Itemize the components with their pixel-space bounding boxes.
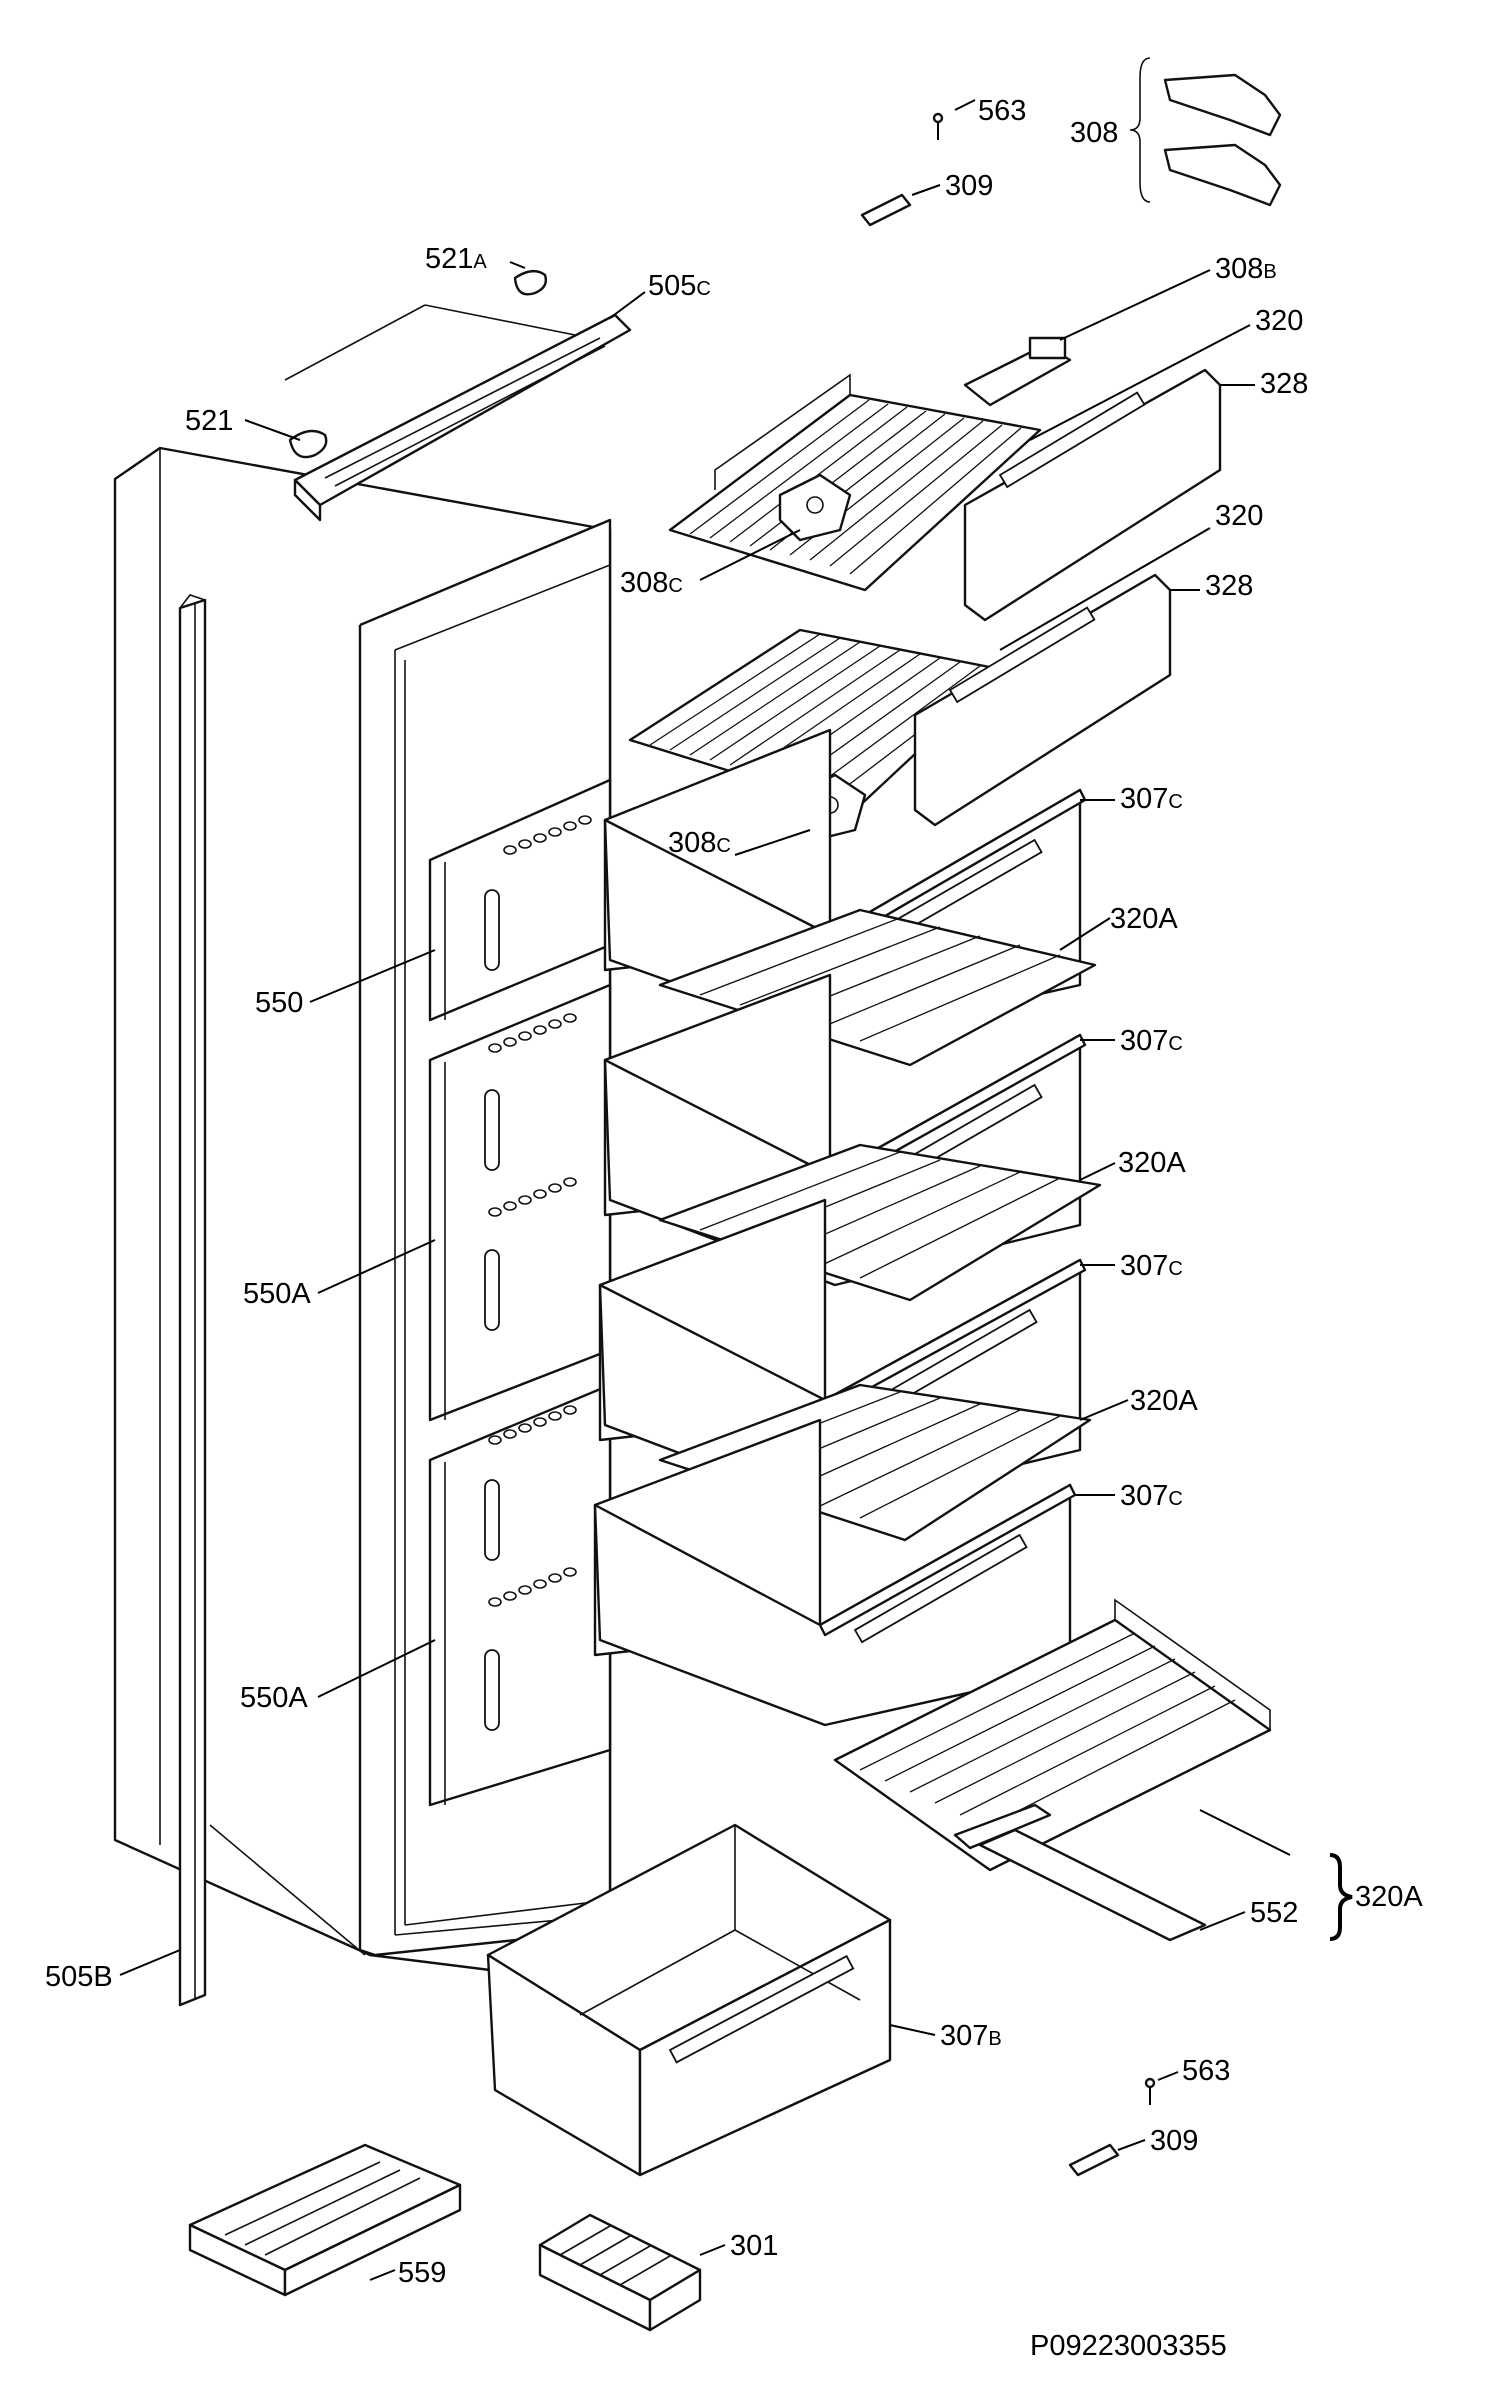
lid-559: [188, 2143, 462, 2297]
label-563-top: 563: [978, 95, 1026, 127]
part-labels: 563 308 309 521A 505C 308B 320 521 328 3…: [45, 95, 1423, 2362]
hinge-308B: [963, 336, 1072, 407]
label-307C-d: 307C: [1120, 1480, 1183, 1512]
screw-563-top: [932, 112, 944, 140]
leader-lines: [119, 99, 1353, 2281]
top-rail: [293, 313, 632, 522]
label-328-b: 328: [1205, 570, 1253, 602]
shelf-320A-2: [658, 1143, 1102, 1302]
label-308C-a: 308C: [620, 567, 683, 599]
rail-end-cap-left: [288, 429, 328, 459]
label-307C-c: 307C: [1120, 1250, 1183, 1282]
label-301: 301: [730, 2230, 778, 2262]
label-505C: 505C: [648, 270, 711, 302]
label-563-bottom: 563: [1182, 2055, 1230, 2087]
rail-end-cap-right: [513, 270, 548, 296]
screw-563-bottom: [1144, 2077, 1156, 2105]
drawer-307C-4: [593, 1418, 1077, 1727]
label-320A-a: 320A: [1110, 903, 1178, 935]
label-307B: 307B: [940, 2020, 1002, 2052]
label-550A-a: 550A: [243, 1278, 311, 1310]
hinge-set-308: [1129, 57, 1282, 207]
ice-tray-301: [538, 2213, 702, 2332]
label-550A-b: 550A: [240, 1682, 308, 1714]
label-307C-a: 307C: [1120, 783, 1183, 815]
hinge-308C-upper: [778, 473, 852, 542]
label-320A-d: 320A: [1355, 1881, 1423, 1913]
door-seal-strip: [178, 594, 207, 2007]
label-307C-b: 307C: [1120, 1025, 1183, 1057]
label-521A: 521A: [425, 243, 487, 275]
label-308-top: 308: [1070, 117, 1118, 149]
drawer-307B: [486, 1823, 892, 2177]
side-panel-550: [428, 778, 612, 1022]
label-308C-b: 308C: [668, 827, 731, 859]
label-309-bottom: [1068, 2143, 1120, 2177]
label-552: 552: [1250, 1897, 1298, 1929]
label-320-a: 320: [1255, 305, 1303, 337]
label-308B: 308B: [1215, 253, 1277, 285]
divider-552: [953, 1803, 1207, 1942]
label-550: 550: [255, 987, 303, 1019]
label-320A-b: 320A: [1118, 1147, 1186, 1179]
flap-lower: [913, 573, 1172, 827]
label-559: 559: [398, 2257, 446, 2289]
label-521: 521: [185, 405, 233, 437]
label-320A-c: 320A: [1130, 1385, 1198, 1417]
label-320-b: 320: [1215, 500, 1263, 532]
flap-upper: [963, 368, 1222, 622]
shelf-320A-bottom: [833, 1598, 1272, 1872]
label-328-a: 328: [1260, 368, 1308, 400]
label-505B: 505B: [45, 1961, 113, 1993]
side-panel-550A-upper: [428, 983, 612, 1422]
drawing-number: P09223003355: [1030, 2330, 1227, 2362]
label-309-top: 309: [945, 170, 993, 202]
label-309-bottom: 309: [1150, 2125, 1198, 2157]
label-309-top: [860, 193, 912, 227]
side-panel-550A-lower: [428, 1383, 612, 1807]
wire-shelf-upper: [668, 373, 1042, 592]
